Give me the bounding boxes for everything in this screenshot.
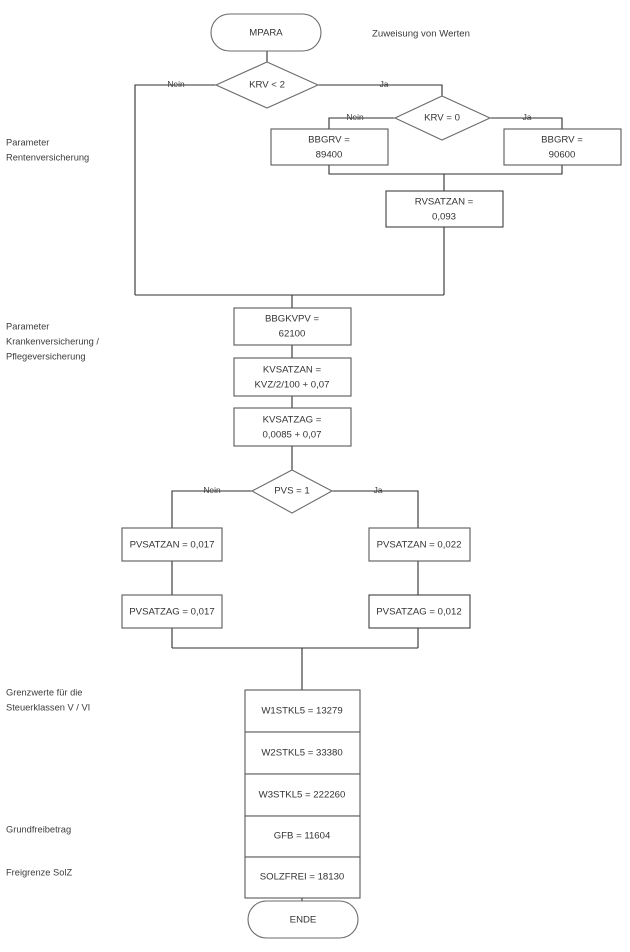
node-pvsatzag-0017[interactable]: PVSATZAG = 0,017 [121, 594, 223, 629]
node-krv-lt-2-shape[interactable] [214, 61, 320, 109]
node-w1stkl5-shape[interactable] [244, 689, 361, 733]
node-bbgrv-90600[interactable]: BBGRV = 90600 [503, 128, 622, 166]
node-end-shape[interactable] [247, 900, 359, 939]
node-bbgrv-90600-line1: BBGRV = [541, 135, 583, 146]
section-label-grundfreibetrag: Grundfreibetrag [6, 824, 71, 834]
node-krv-lt-2[interactable]: KRV < 2 [214, 61, 320, 109]
edge-label-krv-eq-0-nein: Nein [346, 112, 364, 122]
section-label-line: Krankenversicherung / [6, 336, 99, 346]
edge-pvs-ja [332, 490, 419, 528]
node-w3stkl5[interactable]: W3STKL5 = 222260 [244, 773, 361, 817]
node-pvsatzan-0022-label: PVSATZAN = 0,022 [377, 540, 462, 551]
section-label-line: Parameter [6, 137, 49, 147]
node-w3stkl5-label: W3STKL5 = 222260 [259, 790, 346, 801]
node-pvs-eq-1-shape[interactable] [250, 469, 334, 514]
node-rvsatzan[interactable]: RVSATZAN = 0,093 [385, 190, 504, 228]
node-rvsatzan-line2: 0,093 [432, 212, 456, 223]
node-krv-eq-0[interactable]: KRV = 0 [393, 95, 492, 141]
edge-krv-eq-0-ja [490, 117, 563, 129]
edge-krv-lt-2-ja [318, 84, 443, 96]
section-label-line: Pflegeversicherung [6, 351, 86, 361]
node-kvsatzag-line1: KVSATZAG = [263, 415, 322, 426]
node-pvsatzag-0012-label: PVSATZAG = 0,012 [376, 607, 461, 618]
node-pvsatzag-0012[interactable]: PVSATZAG = 0,012 [368, 594, 471, 629]
edge-krv-eq-0-nein [328, 117, 395, 129]
node-pvsatzag-0017-label: PVSATZAG = 0,017 [129, 607, 214, 618]
node-kvsatzag-shape[interactable] [233, 407, 352, 447]
edge-label-krv-lt-2-nein: Nein [167, 79, 185, 89]
node-pvsatzan-0017-label: PVSATZAN = 0,017 [130, 540, 215, 551]
node-w2stkl5[interactable]: W2STKL5 = 33380 [244, 731, 361, 775]
section-label-freigrenze-solz: Freigrenze SolZ [6, 867, 72, 877]
edge-label-pvs-ja: Ja [374, 485, 383, 495]
section-label-line: Parameter [6, 321, 49, 331]
node-bbgkvpv-line1: BBGKVPV = [265, 314, 320, 325]
node-w2stkl5-label: W2STKL5 = 33380 [261, 748, 342, 759]
node-pvsatzag-0017-shape[interactable] [121, 594, 223, 629]
node-gfb[interactable]: GFB = 11604 [244, 815, 361, 858]
node-end-label: ENDE [290, 915, 317, 926]
node-gfb-label: GFB = 11604 [274, 831, 331, 842]
node-start-label: MPARA [249, 28, 283, 39]
node-kvsatzag-line2: 0,0085 + 0,07 [263, 430, 322, 441]
node-bbgrv-89400-line1: BBGRV = [308, 135, 350, 146]
node-rvsatzan-shape[interactable] [385, 190, 504, 228]
node-w3stkl5-shape[interactable] [244, 773, 361, 817]
section-label-line: Freigrenze SolZ [6, 867, 72, 877]
node-bbgrv-89400-shape[interactable] [270, 128, 389, 166]
section-label-grenzwerte: Grenzwerte für die Steuerklassen V / VI [6, 687, 90, 712]
node-kvsatzan-line1: KVSATZAN = [263, 365, 322, 376]
node-start[interactable]: MPARA [210, 13, 322, 52]
node-pvs-eq-1[interactable]: PVS = 1 [250, 469, 334, 514]
edge-label-krv-eq-0-ja: Ja [523, 112, 532, 122]
node-start-shape[interactable] [210, 13, 322, 52]
node-kvsatzag[interactable]: KVSATZAG = 0,0085 + 0,07 [233, 407, 352, 447]
node-kvsatzan[interactable]: KVSATZAN = KVZ/2/100 + 0,07 [233, 357, 352, 397]
section-label-rentenversicherung: Parameter Rentenversicherung [6, 137, 89, 162]
node-bbgrv-89400-line2: 89400 [316, 150, 343, 161]
section-label-line: Grenzwerte für die [6, 687, 82, 697]
node-krv-eq-0-shape[interactable] [393, 95, 492, 141]
node-krv-eq-0-label: KRV = 0 [424, 113, 460, 124]
node-solzfrei[interactable]: SOLZFREI = 18130 [244, 856, 361, 899]
diagram-title: Zuweisung von Werten [372, 29, 470, 40]
node-pvsatzan-0022-shape[interactable] [368, 527, 471, 562]
node-pvsatzan-0017-shape[interactable] [121, 527, 223, 562]
section-label-line: Steuerklassen V / VI [6, 702, 90, 712]
node-pvs-eq-1-label: PVS = 1 [274, 486, 309, 497]
node-pvsatzag-0012-shape[interactable] [368, 594, 471, 629]
connector-layer [134, 51, 563, 901]
edge-label-pvs-nein: Nein [203, 485, 221, 495]
node-bbgkvpv-shape[interactable] [233, 307, 352, 346]
node-gfb-shape[interactable] [244, 815, 361, 858]
node-kvsatzan-shape[interactable] [233, 357, 352, 397]
edge-bbgrv-merge-bus [328, 165, 563, 175]
node-pvsatzan-0017[interactable]: PVSATZAN = 0,017 [121, 527, 223, 562]
node-bbgrv-89400[interactable]: BBGRV = 89400 [270, 128, 389, 166]
section-label-kranken-pflege: Parameter Krankenversicherung / Pflegeve… [6, 321, 99, 361]
node-bbgkvpv-line2: 62100 [279, 329, 306, 340]
node-bbgrv-90600-line2: 90600 [549, 150, 576, 161]
node-solzfrei-shape[interactable] [244, 856, 361, 899]
node-krv-lt-2-label: KRV < 2 [249, 80, 285, 91]
edge-label-krv-lt-2-ja: Ja [380, 79, 389, 89]
node-solzfrei-label: SOLZFREI = 18130 [260, 872, 345, 883]
node-end[interactable]: ENDE [247, 900, 359, 939]
section-label-line: Rentenversicherung [6, 152, 89, 162]
node-w1stkl5-label: W1STKL5 = 13279 [261, 706, 342, 717]
node-rvsatzan-line1: RVSATZAN = [415, 197, 474, 208]
node-pvsatzan-0022[interactable]: PVSATZAN = 0,022 [368, 527, 471, 562]
node-kvsatzan-line2: KVZ/2/100 + 0,07 [255, 380, 330, 391]
section-label-line: Grundfreibetrag [6, 824, 71, 834]
node-bbgrv-90600-shape[interactable] [503, 128, 622, 166]
edge-krv-lt-2-nein [134, 84, 216, 295]
node-bbgkvpv[interactable]: BBGKVPV = 62100 [233, 307, 352, 346]
node-w1stkl5[interactable]: W1STKL5 = 13279 [244, 689, 361, 733]
edge-pvs-nein [171, 490, 252, 528]
